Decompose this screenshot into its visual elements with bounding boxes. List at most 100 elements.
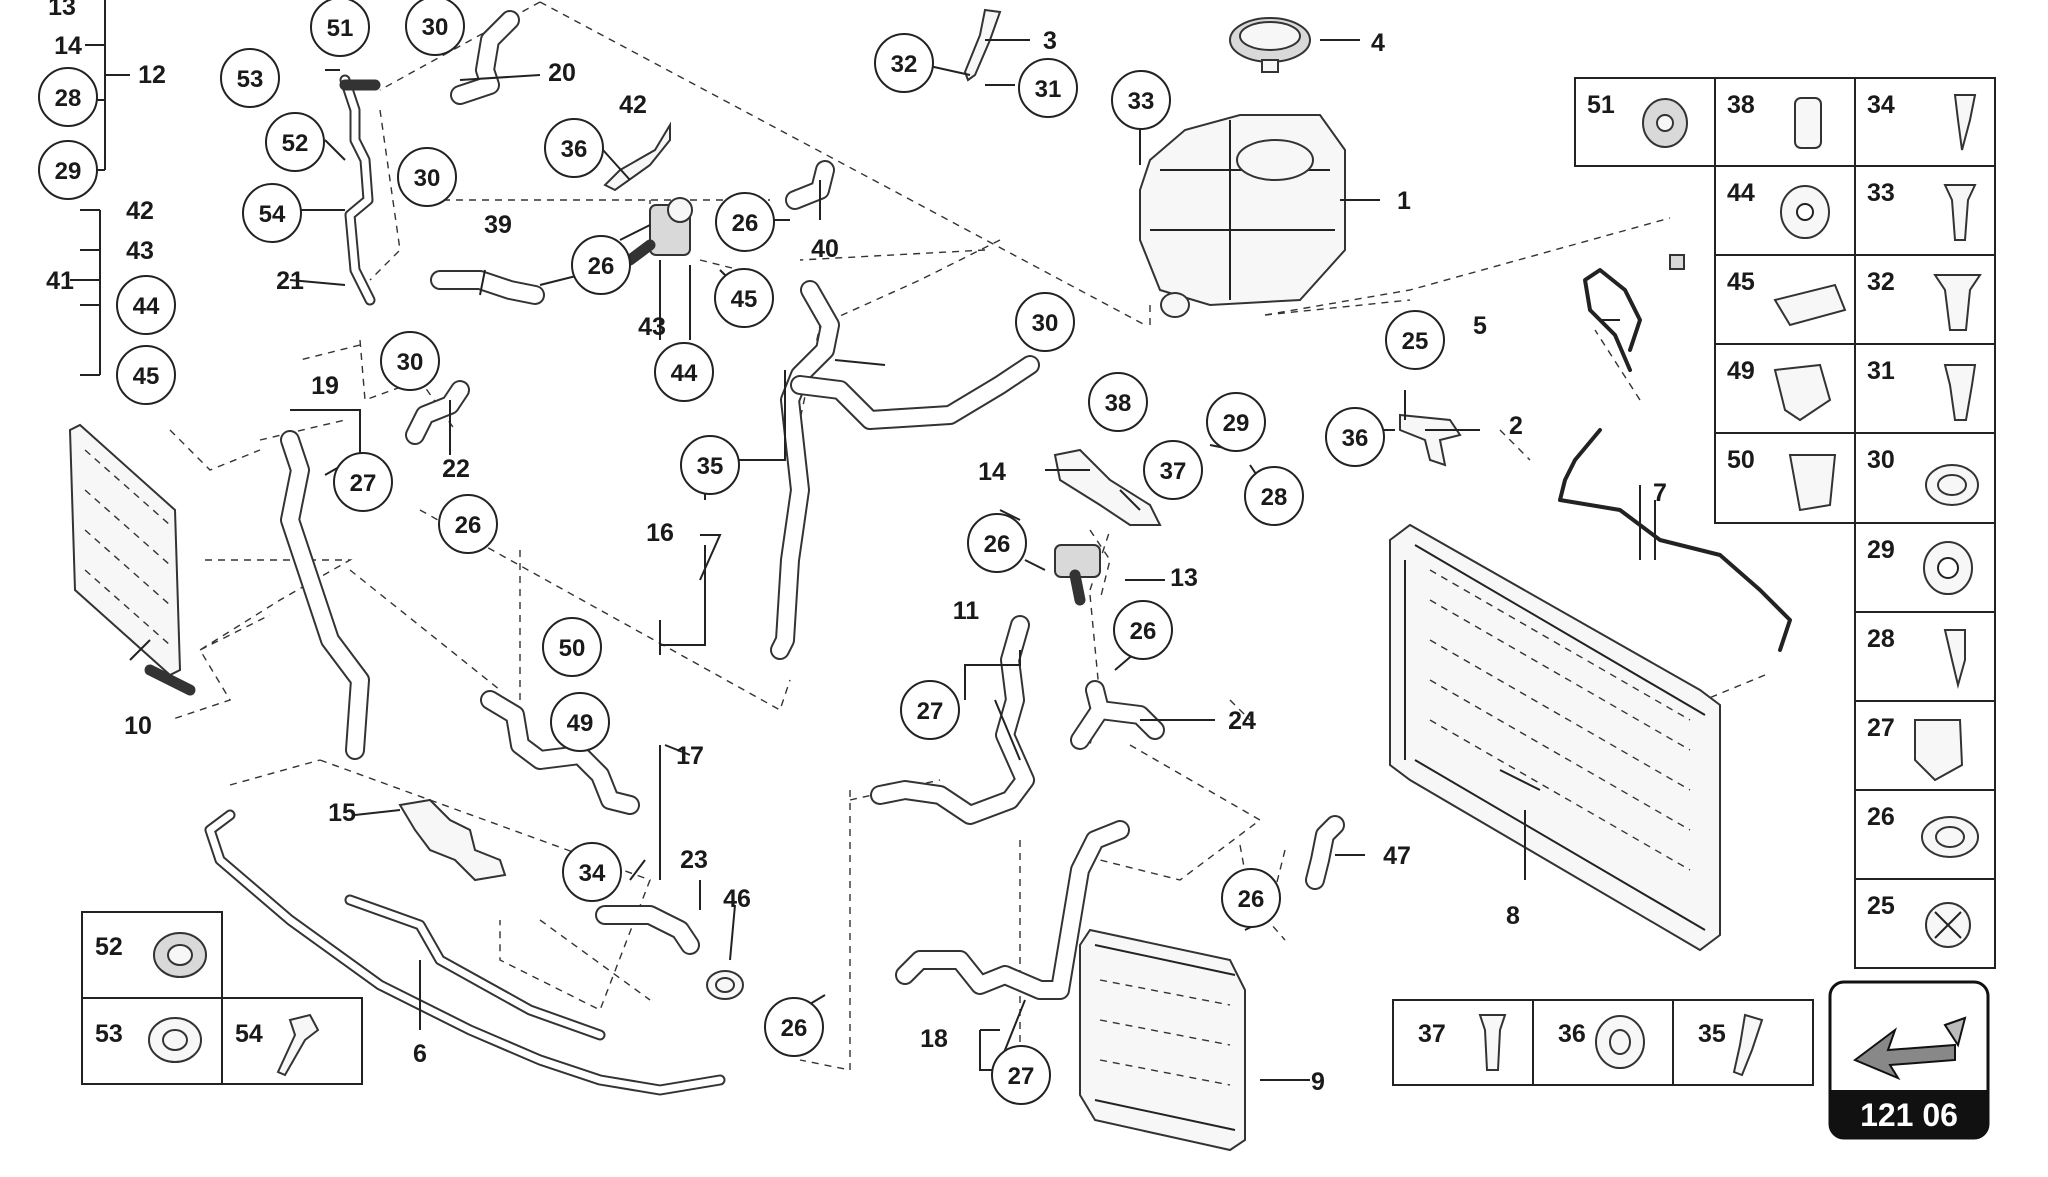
callout-text: 40 [811,235,839,263]
callout-ring [1088,372,1148,432]
callout-circle: 45 [116,345,176,405]
callout-text: 50 [559,635,586,662]
callout-ring [397,147,457,207]
callout-text: 21 [276,267,304,295]
callout-text: 36 [561,136,588,163]
catalog-right-number: 26 [1867,803,1895,831]
part-hose-16 [770,280,1040,660]
catalog-bottom-left-number: 52 [95,933,123,961]
catalog-right-number: 33 [1867,179,1895,207]
callout-text: 46 [723,885,751,913]
callout-number: 42 [126,197,154,225]
callout-text: 6 [413,1040,427,1068]
part-radiator-9 [1079,928,1246,1152]
callout-number: 42 [619,91,647,119]
callout-number: 46 [723,885,751,913]
callout-number: 18 [920,1025,948,1053]
callout-text: 4 [1371,29,1385,57]
callout-ring [967,513,1027,573]
page-badge [1828,980,1990,1140]
callout-text: 32 [891,51,918,78]
part-pipe-21 [339,74,381,306]
callout-text: 34 [579,860,606,887]
callout-ring [380,331,440,391]
part-hose-47 [1305,815,1345,890]
callout-text: 13 [48,0,76,21]
part-hose-17 [480,690,640,815]
callout-ring [1111,70,1171,130]
part-hose-22 [405,380,470,445]
callout-ring [550,692,610,752]
callout-circle: 26 [1113,600,1173,660]
callout-text: 19 [311,372,339,400]
callout-circle: 49 [550,692,610,752]
part-hose-23 [595,905,700,955]
callout-text: 49 [567,710,594,737]
callout-text: 45 [731,286,758,313]
callout-circle: 26 [764,997,824,1057]
catalog-right-number: 49 [1727,357,1755,385]
callout-number: 15 [328,799,356,827]
callout-number: 1 [1397,187,1411,215]
catalog-right-number: 29 [1867,536,1895,564]
callout-ring [1018,58,1078,118]
callout-circle: 26 [571,235,631,295]
part-hose-20 [450,10,520,105]
callout-text: 28 [1261,484,1288,511]
callout-text: 26 [455,512,482,539]
callout-circle: 30 [397,147,457,207]
catalog-bottom-right [1392,999,1814,1086]
callout-ring [116,345,176,405]
callout-text: 12 [138,61,166,89]
callout-number: 9 [1311,1068,1325,1096]
callout-ring [1113,600,1173,660]
callout-text: 25 [1402,328,1429,355]
callout-circle: 26 [438,494,498,554]
catalog-right-number: 44 [1727,179,1755,207]
callout-text: 38 [1105,390,1132,417]
part-clamp-46 [706,970,744,1000]
callout-number: 24 [1228,707,1256,735]
callout-number: 14 [54,32,82,60]
callout-number: 23 [680,846,708,874]
callout-circle: 50 [542,617,602,677]
callout-ring [715,192,775,252]
callout-text: 52 [282,130,309,157]
callout-circle: 35 [680,435,740,495]
callout-number: 19 [311,372,339,400]
catalog-right-number: 30 [1867,446,1895,474]
callout-ring [38,140,98,200]
callout-ring [220,48,280,108]
callout-text: 51 [327,15,354,42]
callout-circle: 37 [1143,440,1203,500]
callout-labels: 1314122829414243444553525154213020303942… [38,0,1958,1133]
callout-circle: 32 [874,33,934,93]
callout-circle: 34 [562,842,622,902]
part-bracket-14 [1053,448,1162,526]
callout-number: 12 [138,61,166,89]
callout-number: 22 [442,455,470,483]
catalog-bottom-left-number: 54 [235,1020,263,1048]
callout-text: 20 [548,59,576,87]
catalog-right-number: 50 [1727,446,1755,474]
callout-circle: 38 [1088,372,1148,432]
callout-text: 43 [126,237,154,265]
callout-ring [991,1045,1051,1105]
callout-text: 3 [1043,27,1057,55]
callout-text: 16 [646,519,674,547]
callout-ring [116,275,176,335]
callout-text: 44 [671,360,698,387]
callout-text: 45 [133,363,160,390]
callout-number: 11 [953,597,980,625]
page-code: 121 06 [1860,1097,1958,1133]
catalog-right [1574,77,1996,969]
callout-ring [544,118,604,178]
callout-ring [764,997,824,1057]
catalog-right-number: 38 [1727,91,1755,119]
callout-number: 17 [676,742,704,770]
callout-circle: 52 [265,112,325,172]
callout-circle: 53 [220,48,280,108]
callout-text: 11 [953,597,980,625]
callout-number: 47 [1383,842,1411,870]
callout-circle: 28 [1244,466,1304,526]
